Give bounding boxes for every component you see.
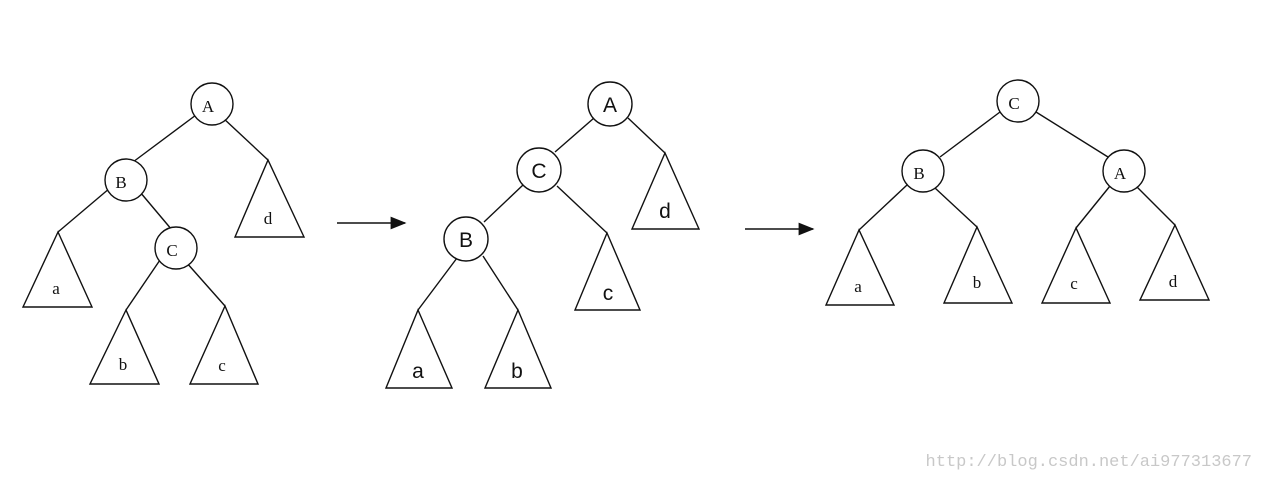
- subtree-b-triangle: [942, 225, 1014, 304]
- node-A: [1102, 149, 1146, 193]
- subtree-a-triangle: [384, 308, 454, 389]
- subtree-c-label: c: [1070, 274, 1078, 293]
- subtree-c-triangle: [1040, 226, 1112, 304]
- node-B-label: B: [115, 173, 126, 192]
- tree-before-rotation: A B C d a b c: [21, 82, 306, 385]
- subtree-d-label: d: [1169, 272, 1178, 291]
- subtree-c-triangle: [573, 231, 642, 311]
- edge-A-c: [1075, 185, 1111, 229]
- edge-A-B: [132, 114, 197, 163]
- subtree-d-triangle: [233, 158, 306, 238]
- subtree-d-triangle: [630, 151, 701, 230]
- node-B: [901, 149, 945, 193]
- node-C-label: C: [1008, 94, 1019, 113]
- node-C: [516, 147, 562, 193]
- node-A: [587, 81, 633, 127]
- subtree-a-label: a: [52, 279, 60, 298]
- subtree-b-triangle: [483, 308, 553, 389]
- edge-B-a: [858, 184, 908, 231]
- node-B-label: B: [459, 229, 473, 252]
- node-C: [154, 226, 198, 270]
- edge-A-d: [1135, 185, 1176, 226]
- node-A-label: A: [603, 94, 617, 117]
- tree-after-rotation: C B A a b c d: [824, 79, 1211, 306]
- node-C-label: C: [531, 160, 546, 183]
- subtree-b-label: b: [511, 360, 523, 383]
- subtree-b-label: b: [119, 355, 128, 374]
- edge-B-b: [482, 255, 519, 311]
- node-B: [104, 158, 148, 202]
- watermark-url: http://blog.csdn.net/ai977313677: [926, 453, 1252, 472]
- node-A-label: A: [202, 97, 215, 116]
- edge-C-B: [483, 184, 524, 223]
- subtree-d-label: d: [659, 200, 671, 223]
- edge-A-d: [221, 116, 269, 161]
- edge-A-d: [627, 117, 666, 154]
- subtree-b-label: b: [973, 273, 982, 292]
- edge-A-C: [554, 117, 595, 153]
- node-B: [443, 216, 489, 262]
- node-A: [190, 82, 234, 126]
- edge-C-c: [185, 261, 226, 307]
- subtree-a-triangle: [824, 228, 896, 306]
- subtree-c-label: c: [603, 282, 614, 305]
- subtree-d-label: d: [264, 209, 273, 228]
- edge-C-b: [125, 259, 161, 311]
- edge-B-b: [934, 187, 978, 228]
- tree-intermediate: A C B d c a b: [384, 81, 701, 389]
- subtree-d-triangle: [1138, 223, 1211, 301]
- subtree-c-label: c: [218, 356, 226, 375]
- subtree-a-label: a: [854, 277, 862, 296]
- edge-B-a: [57, 187, 111, 233]
- edge-C-A: [1035, 111, 1109, 158]
- edge-C-B: [939, 111, 1001, 158]
- node-C: [996, 79, 1040, 123]
- node-A-label: A: [1114, 164, 1127, 183]
- edge-B-a: [417, 257, 458, 311]
- subtree-a-triangle: [21, 230, 94, 308]
- subtree-a-label: a: [412, 360, 424, 383]
- edge-B-C: [139, 191, 173, 231]
- node-B-label: B: [913, 164, 924, 183]
- subtree-c-triangle: [188, 304, 260, 385]
- subtree-b-triangle: [88, 308, 161, 385]
- node-C-label: C: [166, 241, 177, 260]
- edge-C-c: [556, 185, 608, 234]
